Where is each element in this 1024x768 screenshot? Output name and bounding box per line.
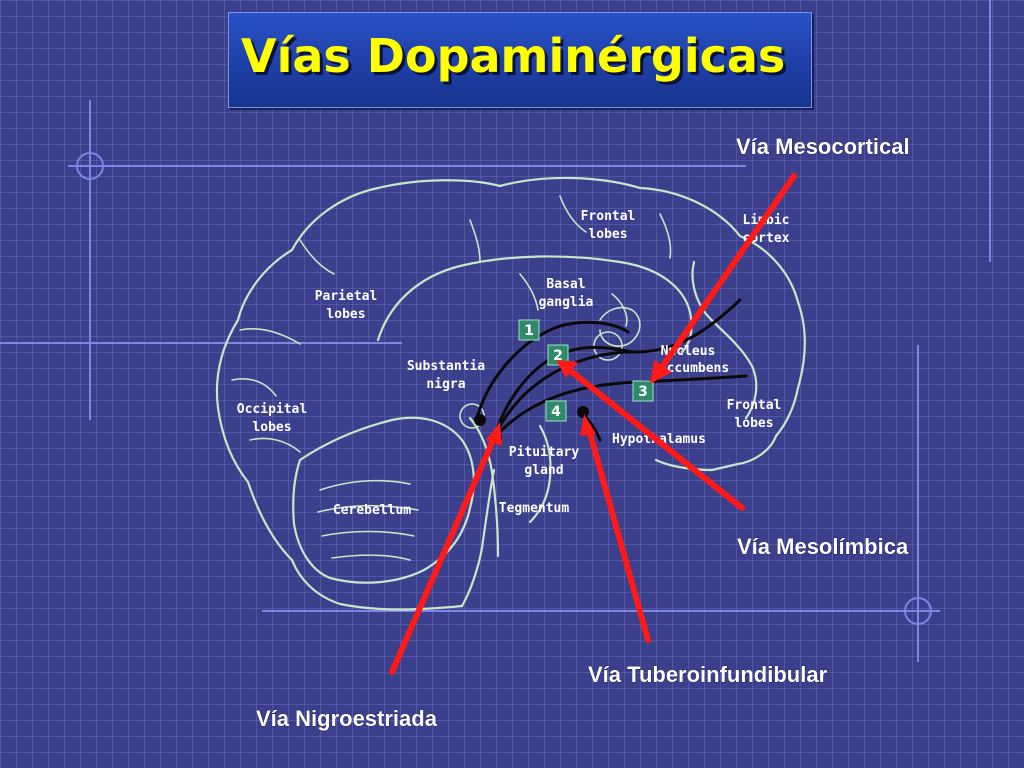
arrowhead-nigroestriada [486,422,502,446]
anatomy-labels: Frontal lobes Limbic cortex Basal gangli… [237,209,790,518]
arrowhead-mesocortical [650,360,672,384]
label-parietal-lobes-line2: lobes [326,307,365,322]
pathway-tag-3: 3 [632,380,654,402]
label-frontal-lobes-lower-line2: lobes [734,416,773,431]
label-via-mesolimbica: Vía Mesolímbica [737,534,909,559]
arrowhead-tuberoinfundibular [580,414,596,436]
label-basal-ganglia-line2: ganglia [539,295,594,310]
brain-outline [215,176,806,611]
arrow-tuberoinfundibular [586,427,651,643]
pathway-tag-1: 1 [518,319,540,341]
arrowhead-mesolimbica [556,360,578,378]
label-substantia-nigra-line1: Substantia [407,359,485,374]
label-frontal-lobes-lower-line1: Frontal [727,398,782,413]
label-occipital-lobes-line1: Occipital [237,402,307,417]
label-frontal-lobes-line2: lobes [588,227,627,242]
label-basal-ganglia-line1: Basal [546,277,585,292]
arrow-mesocortical [657,173,797,373]
label-occipital-lobes-line2: lobes [252,420,291,435]
label-via-nigroestriada: Vía Nigroestriada [256,706,438,731]
pathway-number-tags: 1 2 3 4 [518,319,654,422]
arrow-mesolimbica [569,369,745,511]
label-tegmentum: Tegmentum [499,501,570,516]
label-pituitary-gland-line1: Pituitary [509,445,580,460]
slide-title: Vías Dopaminérgicas [241,29,786,83]
label-frontal-lobes-line1: Frontal [581,209,636,224]
label-parietal-lobes-line1: Parietal [315,289,378,304]
label-via-mesocortical: Vía Mesocortical [736,134,910,159]
svg-text:3: 3 [638,384,648,400]
pathway-tag-4: 4 [545,400,567,422]
red-arrows [389,173,797,675]
svg-text:4: 4 [551,404,561,420]
label-nucleus-accumbens-line2: accumbens [659,361,729,376]
arrow-nigroestriada [389,435,497,675]
decorative-guides [0,0,991,662]
svg-text:1: 1 [524,323,534,339]
label-via-tuberoinfundibular: Vía Tuberoinfundibular [588,662,828,687]
label-substantia-nigra-line2: nigra [426,377,465,392]
title-banner: Vías Dopaminérgicas [228,12,812,108]
svg-text:2: 2 [553,348,563,364]
label-pituitary-gland-line2: gland [524,463,563,478]
pathway-tag-2: 2 [547,344,569,366]
label-cerebellum: Cerebellum [333,503,411,518]
pathway-labels: Vía Mesocortical Vía Mesolímbica Vía Tub… [256,134,910,732]
